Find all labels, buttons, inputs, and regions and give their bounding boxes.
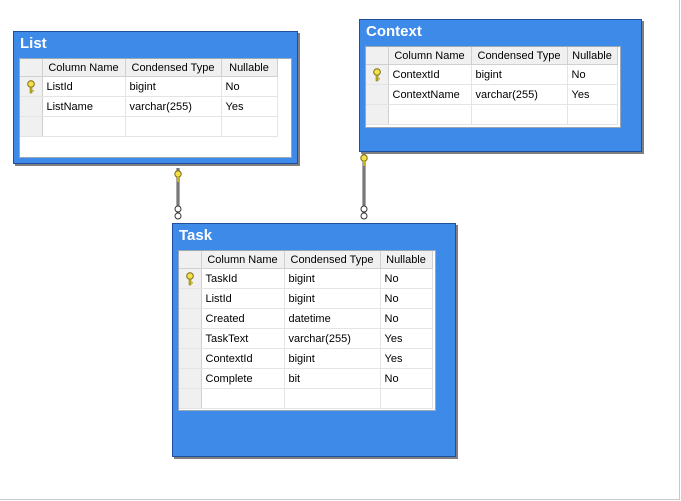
table-title: Context bbox=[366, 23, 422, 40]
table-row[interactable]: Created datetime No bbox=[179, 308, 433, 329]
table-row[interactable]: ListName varchar(255) Yes bbox=[20, 96, 278, 117]
table-row[interactable]: Complete bit No bbox=[179, 368, 433, 389]
row-selector-header[interactable] bbox=[20, 59, 43, 77]
column-header[interactable]: Column Name bbox=[388, 47, 472, 65]
row-selector[interactable] bbox=[366, 104, 389, 125]
table-row[interactable]: TaskText varchar(255) Yes bbox=[179, 328, 433, 349]
empty-row[interactable] bbox=[179, 388, 433, 409]
column-header[interactable]: Condensed Type bbox=[125, 59, 222, 77]
row-selector-header[interactable] bbox=[366, 47, 389, 65]
key-icon bbox=[174, 170, 182, 182]
table-row[interactable]: ContextId bigint Yes bbox=[179, 348, 433, 369]
type-cell[interactable]: varchar(255) bbox=[284, 328, 381, 349]
row-selector[interactable] bbox=[20, 76, 43, 97]
header-row: Column Name Condensed Type Nullable bbox=[20, 59, 278, 77]
table-context[interactable]: Context Column Name Condensed Type Nulla… bbox=[359, 19, 642, 152]
column-name-cell[interactable]: Created bbox=[201, 308, 285, 329]
row-selector[interactable] bbox=[179, 268, 202, 289]
empty-cell[interactable] bbox=[388, 104, 472, 125]
empty-cell[interactable] bbox=[567, 104, 618, 125]
column-name-cell[interactable]: TaskText bbox=[201, 328, 285, 349]
infinity-icon bbox=[174, 205, 182, 220]
empty-cell[interactable] bbox=[221, 116, 278, 137]
type-cell[interactable]: bigint bbox=[125, 76, 222, 97]
table-task[interactable]: Task Column Name Condensed Type Nullable bbox=[172, 223, 456, 457]
column-header[interactable]: Condensed Type bbox=[284, 251, 381, 269]
infinity-icon bbox=[360, 205, 368, 220]
type-cell[interactable]: varchar(255) bbox=[471, 84, 568, 105]
nullable-cell[interactable]: No bbox=[567, 64, 618, 85]
column-header[interactable]: Nullable bbox=[380, 251, 433, 269]
table-row[interactable]: ListId bigint No bbox=[179, 288, 433, 309]
column-header[interactable]: Condensed Type bbox=[471, 47, 568, 65]
table-row[interactable]: TaskId bigint No bbox=[179, 268, 433, 289]
column-header[interactable]: Column Name bbox=[42, 59, 126, 77]
table-row[interactable]: ContextId bigint No bbox=[366, 64, 618, 85]
row-selector[interactable] bbox=[179, 308, 202, 329]
column-header[interactable]: Nullable bbox=[567, 47, 618, 65]
empty-cell[interactable] bbox=[471, 104, 568, 125]
empty-cell[interactable] bbox=[42, 116, 126, 137]
header-row: Column Name Condensed Type Nullable bbox=[366, 47, 618, 65]
type-cell[interactable]: datetime bbox=[284, 308, 381, 329]
table-list[interactable]: List Column Name Condensed Type Nullable bbox=[13, 31, 298, 164]
nullable-cell[interactable]: Yes bbox=[221, 96, 278, 117]
row-selector[interactable] bbox=[179, 368, 202, 389]
column-header[interactable]: Column Name bbox=[201, 251, 285, 269]
row-selector-header[interactable] bbox=[179, 251, 202, 269]
type-cell[interactable]: bigint bbox=[284, 288, 381, 309]
column-name-cell[interactable]: Complete bbox=[201, 368, 285, 389]
empty-cell[interactable] bbox=[201, 388, 285, 409]
row-selector[interactable] bbox=[179, 328, 202, 349]
nullable-cell[interactable]: Yes bbox=[380, 348, 433, 369]
nullable-cell[interactable]: Yes bbox=[380, 328, 433, 349]
row-selector[interactable] bbox=[179, 348, 202, 369]
row-selector[interactable] bbox=[20, 116, 43, 137]
row-selector[interactable] bbox=[366, 84, 389, 105]
type-cell[interactable]: varchar(255) bbox=[125, 96, 222, 117]
row-selector[interactable] bbox=[366, 64, 389, 85]
column-grid[interactable]: Column Name Condensed Type Nullable Task… bbox=[178, 250, 436, 411]
nullable-cell[interactable]: No bbox=[380, 368, 433, 389]
column-name-cell[interactable]: ListName bbox=[42, 96, 126, 117]
row-selector[interactable] bbox=[179, 288, 202, 309]
empty-cell[interactable] bbox=[284, 388, 381, 409]
primary-key-icon bbox=[185, 271, 194, 285]
row-selector[interactable] bbox=[179, 388, 202, 409]
empty-row[interactable] bbox=[366, 104, 618, 125]
table-row[interactable]: ListId bigint No bbox=[20, 76, 278, 97]
column-grid[interactable]: Column Name Condensed Type Nullable List… bbox=[19, 58, 292, 158]
nullable-cell[interactable]: No bbox=[380, 308, 433, 329]
table-title: Task bbox=[179, 227, 213, 244]
column-name-cell[interactable]: ContextId bbox=[201, 348, 285, 369]
table-title: List bbox=[20, 35, 47, 52]
empty-row[interactable] bbox=[20, 116, 278, 137]
column-name-cell[interactable]: ContextName bbox=[388, 84, 472, 105]
relationship-context-task[interactable] bbox=[354, 150, 374, 224]
nullable-cell[interactable]: No bbox=[380, 268, 433, 289]
row-selector[interactable] bbox=[20, 96, 43, 117]
nullable-cell[interactable]: Yes bbox=[567, 84, 618, 105]
nullable-cell[interactable]: No bbox=[221, 76, 278, 97]
empty-cell[interactable] bbox=[125, 116, 222, 137]
column-grid[interactable]: Column Name Condensed Type Nullable Cont… bbox=[365, 46, 621, 128]
primary-key-icon bbox=[26, 79, 35, 93]
table-row[interactable]: ContextName varchar(255) Yes bbox=[366, 84, 618, 105]
type-cell[interactable]: bigint bbox=[284, 348, 381, 369]
type-cell[interactable]: bit bbox=[284, 368, 381, 389]
key-icon bbox=[360, 154, 368, 166]
header-row: Column Name Condensed Type Nullable bbox=[179, 251, 433, 269]
column-name-cell[interactable]: ListId bbox=[42, 76, 126, 97]
empty-cell[interactable] bbox=[380, 388, 433, 409]
column-name-cell[interactable]: ContextId bbox=[388, 64, 472, 85]
nullable-cell[interactable]: No bbox=[380, 288, 433, 309]
relationship-list-task[interactable] bbox=[168, 162, 188, 224]
column-name-cell[interactable]: ListId bbox=[201, 288, 285, 309]
column-header[interactable]: Nullable bbox=[221, 59, 278, 77]
type-cell[interactable]: bigint bbox=[471, 64, 568, 85]
type-cell[interactable]: bigint bbox=[284, 268, 381, 289]
primary-key-icon bbox=[372, 67, 381, 81]
column-name-cell[interactable]: TaskId bbox=[201, 268, 285, 289]
